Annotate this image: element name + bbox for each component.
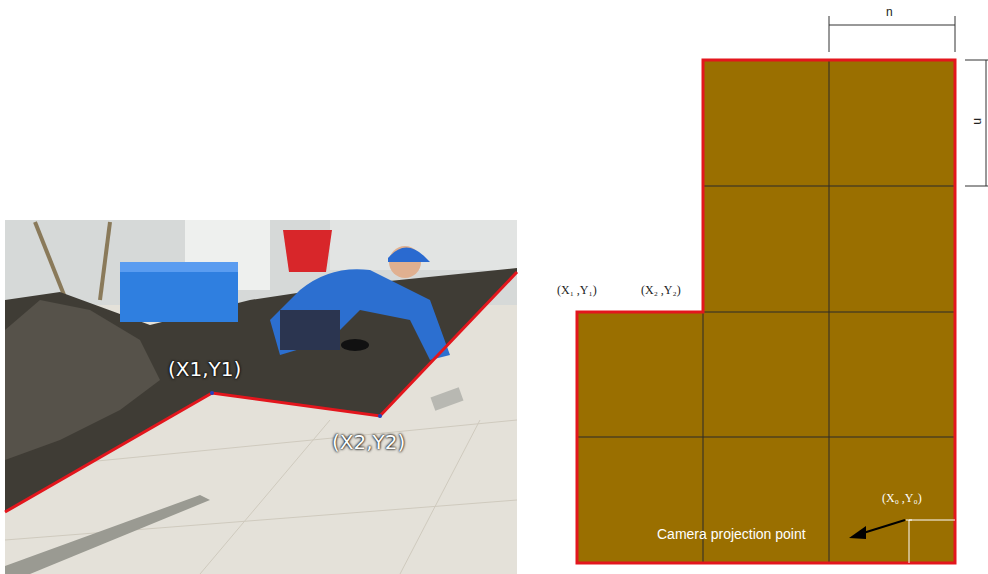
coordinate-label: (X₁ ,Y₁) (557, 284, 597, 297)
dimension-label: n (971, 118, 984, 125)
coordinate-label: (X₀ ,Y₀) (882, 492, 922, 505)
callout-text: Camera projection point (657, 527, 806, 542)
point-label: (X2,Y2) (332, 431, 405, 453)
dimension-label: n (886, 6, 893, 19)
plan-diagram (577, 16, 988, 563)
point-label: (X1,Y1) (168, 358, 241, 380)
site-photo (5, 220, 517, 574)
coordinate-label: (X₂ ,Y₂) (641, 284, 681, 297)
